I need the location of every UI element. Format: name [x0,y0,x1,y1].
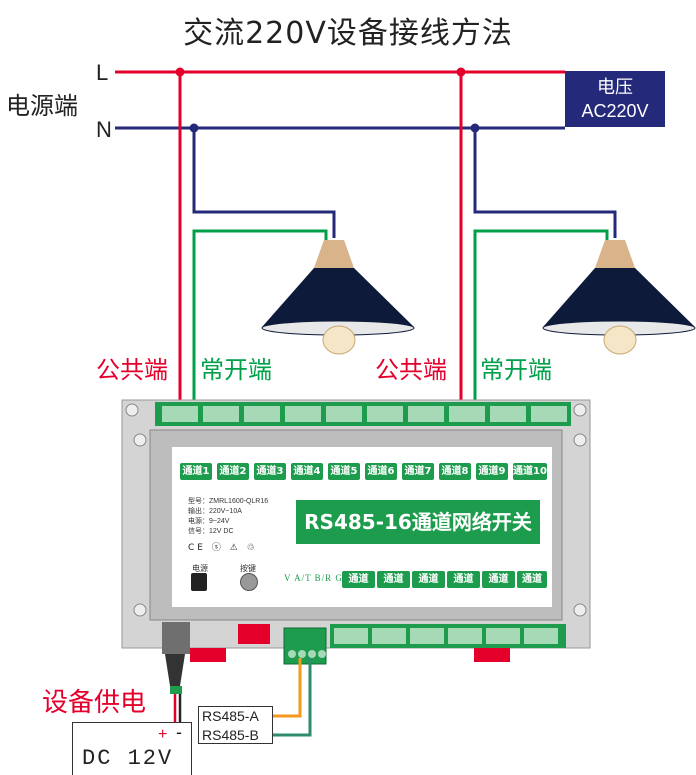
channel-label: 通道10 [513,463,547,480]
dip-switch [238,624,270,644]
certification-marks: CE ⓢ ⚠ ♲ [188,543,258,553]
comm-pin-labels: V A/T B/R G [284,573,343,583]
reset-button-label: 按键 [240,564,256,573]
spec-model: 型号：ZMRL1600-QLR16 [188,498,269,505]
channel-label: 通道4 [291,463,323,480]
no-terminal-label-1: 常开端 [200,356,272,384]
channel-label: 通道13 [412,571,445,602]
no-terminal-label-2: 常开端 [480,356,552,384]
channel-label: 通道12 [377,571,410,602]
dc-supply-box [72,722,192,775]
lamp2-switched-wire [473,229,609,410]
channel-label: 通道7 [402,463,434,480]
power-source-label: 电源端 [6,92,78,120]
spec-block: 型号：ZMRL1600-QLR16 输出：220V~10A 电源：9~24V 信… [188,497,268,537]
lamp1-switched-wire [192,229,328,410]
rs485-terminal [283,627,327,665]
lamp1-neutral-wire [192,128,336,238]
device-power-label: 设备供电 [42,688,147,718]
channel-label: 通道14 [447,571,480,602]
dc-minus-sign: - [176,722,182,742]
channel-label: 通道3 [254,463,286,480]
bottom-terminals [334,628,558,644]
channel-label: 通道8 [439,463,471,480]
rs485-b-label: RS485-B [202,727,259,743]
channel-label: 通道11 [342,571,375,602]
pendant-lamp-1 [261,240,415,355]
spec-power: 电源：9~24V [188,518,230,525]
power-indicator-label: 电源 [192,564,208,573]
voltage-box-label: 电压 [597,77,633,97]
spec-output: 输出：220V~10A [188,508,242,515]
channel-row-top: 通道1 通道2 通道3 通道4 通道5 通道6 通道7 通道8 通道9 通道10 [176,463,548,480]
channel-label: 通道15 [482,571,515,602]
channel-label: 通道6 [365,463,397,480]
common-terminal-label-1: 公共端 [96,356,168,384]
power-jack [162,622,190,654]
channel-label: 通道1 [180,463,212,480]
channel-label: 通道2 [217,463,249,480]
power-indicator-icon [191,573,207,591]
rs485-a-wire [273,658,302,718]
neutral-line-label: N [96,117,112,142]
channel-label: 通道16 [517,571,547,602]
dc-voltage-value: DC 12V [82,746,174,771]
channel-label: 通道5 [328,463,360,480]
channel-row-bottom: 通道11 通道12 通道13 通道14 通道15 通道16 [340,571,548,602]
channel-label: 通道9 [476,463,508,480]
rs485-b-wire [273,658,312,737]
dc-plus-sign: + [158,726,168,743]
top-terminals [162,406,567,422]
common-terminal-label-2: 公共端 [375,356,447,384]
rs485-a-label: RS485-A [202,708,259,724]
din-foot-left [190,648,226,662]
spec-signal: 信号：12V DC [188,528,234,535]
voltage-box: 电压 AC220V [565,71,665,127]
lamp2-neutral-wire [473,128,617,238]
live-line-label: L [96,60,109,85]
pendant-lamp-2 [542,240,696,355]
voltage-box-value: AC220V [581,101,649,121]
reset-button[interactable] [240,573,258,591]
din-foot-right [474,648,510,662]
product-name-banner: RS485-16通道网络开关 [296,500,540,544]
diagram-title: 交流220V设备接线方法 [183,16,513,51]
rs485-label-box: RS485-A RS485-B [198,706,273,744]
